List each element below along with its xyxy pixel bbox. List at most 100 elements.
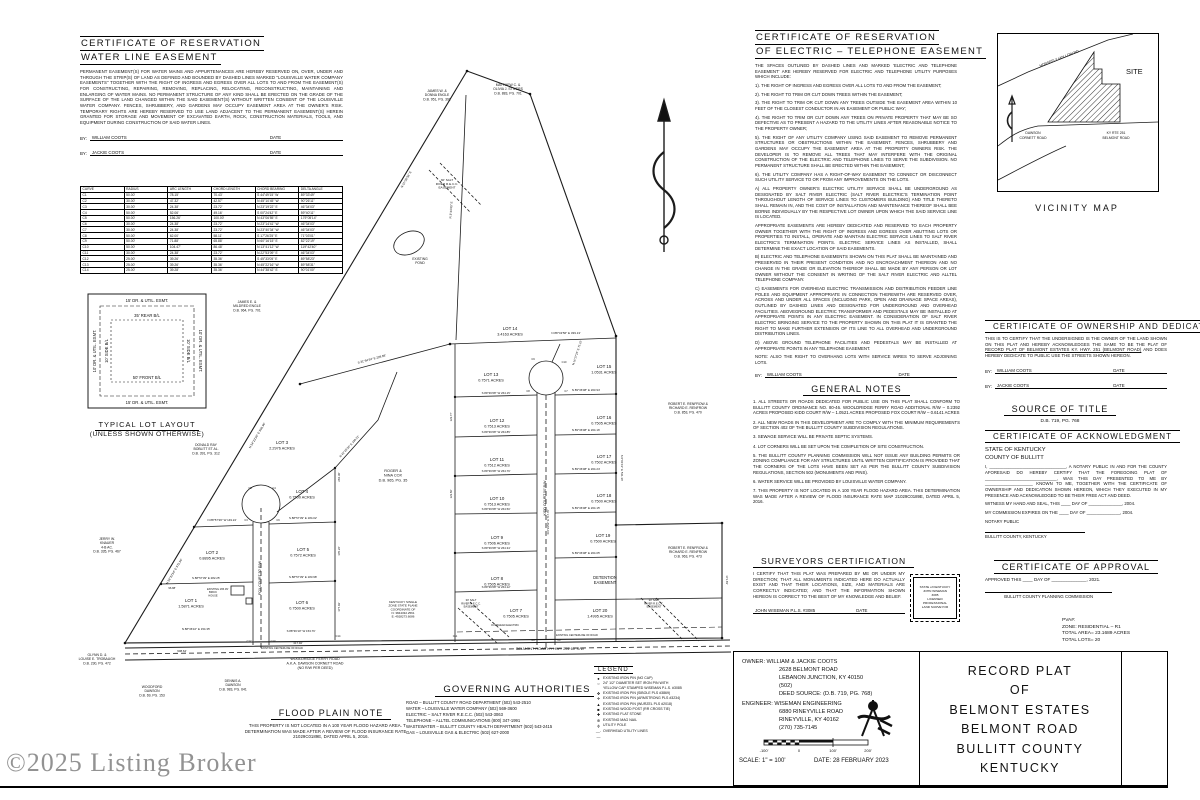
- plat-annotation: C7: [564, 389, 568, 393]
- plat-annotation: C4: [272, 486, 276, 490]
- side-bl-label: 10' SIDE B/L: [186, 339, 191, 364]
- ownership-cert-body: THIS IS TO CERTIFY THAT THE UNDERSIGNED …: [985, 336, 1167, 359]
- legend-symbol-icon: ✛: [596, 696, 601, 702]
- plat-annotation: C14: [336, 634, 341, 638]
- existing-brick-house: [230, 585, 245, 596]
- lot-number-label: LOT 17: [597, 454, 612, 459]
- plat-annotation: 171.83': [725, 575, 729, 585]
- plat-annotation: EXISTING CENTERLINE OF ROAD: [556, 633, 598, 637]
- acknowledgment-certificate: CERTIFICATE OF ACKNOWLEDGMENT STATE OF K…: [985, 430, 1181, 540]
- monument-markers: [123, 69, 724, 645]
- date-label: DATE: [898, 371, 910, 377]
- general-note: 5. THE BULLITT COUNTY PLANNING COMMISSIO…: [753, 452, 960, 475]
- side-esmt-label: 10' DR. & UTIL. ESMT.: [92, 330, 97, 373]
- plat-annotation: N 88°57'39" W 149.24': [208, 518, 237, 522]
- plat-annotation: N 89°36'08" E 263.94': [572, 388, 601, 392]
- plat-annotation: S 89°36'08" W 264.15': [482, 391, 511, 395]
- side-esmt-label: 10' DR. & UTIL. ESMT.: [198, 330, 203, 373]
- water-cert-body: PERMANENT EASEMENT(S) FOR WATER MAINS AN…: [80, 69, 343, 126]
- legend-symbol-icon: ●: [597, 676, 600, 681]
- lot-lines-kidd-west: [454, 394, 538, 593]
- vicinity-map-drawing: SITE HORSEFLY HOLLOW RD DAWSON CORNETT R…: [997, 33, 1159, 192]
- acknowledgment-paragraph: WITNESS MY HAND AND SEAL, THIS ____ DAY …: [985, 501, 1136, 507]
- plat-annotation: N 88°36'10" E 154.35': [182, 627, 211, 631]
- general-note: 3. SEWAGE SERVICE WILL BE PRIVATE SEPTIC…: [753, 434, 874, 440]
- lot-acreage-label: 3.4163 ACRES: [497, 333, 523, 337]
- legend-symbol-icon: —·—: [595, 728, 602, 739]
- lot-number-label: LOT 5: [297, 547, 310, 552]
- existing-pond: [393, 230, 425, 256]
- ky251-label: KY RTE 251: [1107, 131, 1126, 135]
- signer-name: JACKIE COOTS: [91, 149, 125, 155]
- electric-cert-paragraph: 4). THE RIGHT TO TRIM OR CUT DOWN ANY TR…: [755, 114, 957, 132]
- engineer-line: 6880 RINEYVILLE ROAD: [779, 709, 844, 716]
- legend-items: ●EXISTING IRON PIN (NO CAP)○24" 1/2" DIA…: [594, 676, 742, 739]
- lot-number-label: LOT 2: [206, 550, 219, 555]
- lot-number-label: LOT 4: [296, 489, 309, 494]
- lot-acreage-label: 0.7513 ACRES: [484, 503, 510, 507]
- surveyors-cert-title: SURVEYORS CERTIFICATION: [753, 556, 915, 568]
- plat-annotation: C13: [271, 639, 276, 643]
- ownership-outro: AND DOES HEREBY DEDICATE TO PUBLIC USE T…: [985, 347, 1167, 359]
- date-label: DATE: [269, 149, 282, 155]
- front-bl-label: 50' FRONT B/L: [133, 375, 162, 380]
- acknowledgment-county: COUNTY OF BULLITT: [985, 455, 1044, 462]
- general-notes-title: GENERAL NOTES: [803, 384, 910, 396]
- ownership-cert-title: CERTIFICATE OF OWNERSHIP AND DEDICATION: [985, 320, 1200, 333]
- lot-number-label: LOT 13: [484, 372, 499, 377]
- title-block-divider: [1121, 652, 1122, 785]
- lot-acreage-label: 0.7500 ACRES: [590, 540, 616, 544]
- plat-annotation: N 3°44'45" E: [448, 201, 453, 218]
- plat-annotation: N 89°36'08" E 264.05': [572, 551, 601, 555]
- plat-annotation: S 88°36'10" W 153.76': [287, 629, 316, 633]
- by-label: BY:: [985, 368, 992, 374]
- sheet-border-line: [0, 786, 1168, 788]
- acknowledgment-paragraph: I, ________________________________, A N…: [985, 464, 1167, 498]
- owner-line: DEED SOURCE: (D.B. 719, PG. 768): [779, 691, 873, 698]
- electric-cert-paragraph: B) ELECTRIC AND TELEPHONE EASEMENTS SHOW…: [755, 254, 957, 283]
- lot-acreage-label: 0.7500 ACRES: [289, 607, 315, 611]
- legend-symbol-icon: ▲: [596, 701, 601, 707]
- water-cert-title-2: WATER LINE EASEMENT: [80, 51, 221, 65]
- belmont-road-lines: [124, 639, 732, 661]
- ownership-intro: THIS IS TO CERTIFY THAT THE UNDERSIGNED …: [985, 336, 1167, 347]
- electric-cert-body: THE SPACES OUTLINED BY DASHED LINES AND …: [755, 63, 957, 366]
- owner-line: 2628 BELMONT ROAD: [779, 667, 838, 674]
- plat-annotation: OVERHEAD ELECTRIC: [491, 623, 519, 627]
- pva-line: TOTAL LOTS= 20: [1062, 638, 1101, 644]
- lot-number-label: LOT 1: [185, 598, 198, 603]
- electric-cert-paragraph: APPROPRIATE EASEMENTS ARE HEREBY DEDICAT…: [755, 223, 957, 251]
- engineer-line: (270) 735-7145: [779, 725, 818, 732]
- legend-title: LEGEND: [594, 666, 633, 674]
- lot-acreage-label: 0.7500 ACRES: [591, 500, 617, 504]
- electric-cert-paragraph: 5). THE RIGHT OF ANY UTILITY COMPANY USI…: [755, 134, 957, 169]
- typical-lot-diagram: 15' DR. & UTIL. ESMT. 35' REAR B/L 50' F…: [87, 293, 207, 409]
- acknowledgment-paragraph: NOTARY PUBLIC: [985, 518, 1020, 524]
- signer-name: WILLIAM COOTS: [766, 371, 802, 377]
- planning-commission-line: BULLITT COUNTY PLANNING COMMISSION: [985, 592, 1113, 599]
- plat-annotation: S 89°36'08" W 264.34': [482, 546, 511, 550]
- pva-line: PVA#:: [1062, 618, 1076, 623]
- lot-number-label: LOT 8: [491, 576, 504, 581]
- legend-symbol-icon: ⊕: [596, 717, 601, 723]
- flood-note-title: FLOOD PLAIN NOTE: [270, 708, 392, 720]
- overhead-utility-line: [456, 626, 723, 633]
- lot-acreage-label: 0.7513 ACRES: [484, 425, 510, 429]
- lot-number-label: LOT 19: [596, 533, 611, 538]
- site-label: SITE: [1126, 67, 1143, 76]
- esmt-label: 15' DR. & UTIL. ESMT.: [126, 400, 169, 405]
- source-of-title-ref: D.B. 719, PG. 768: [1040, 419, 1080, 424]
- lot-lines-kidd-east: [554, 393, 723, 601]
- legend-item: ✚EXISTING FLAT STONE: [594, 712, 742, 717]
